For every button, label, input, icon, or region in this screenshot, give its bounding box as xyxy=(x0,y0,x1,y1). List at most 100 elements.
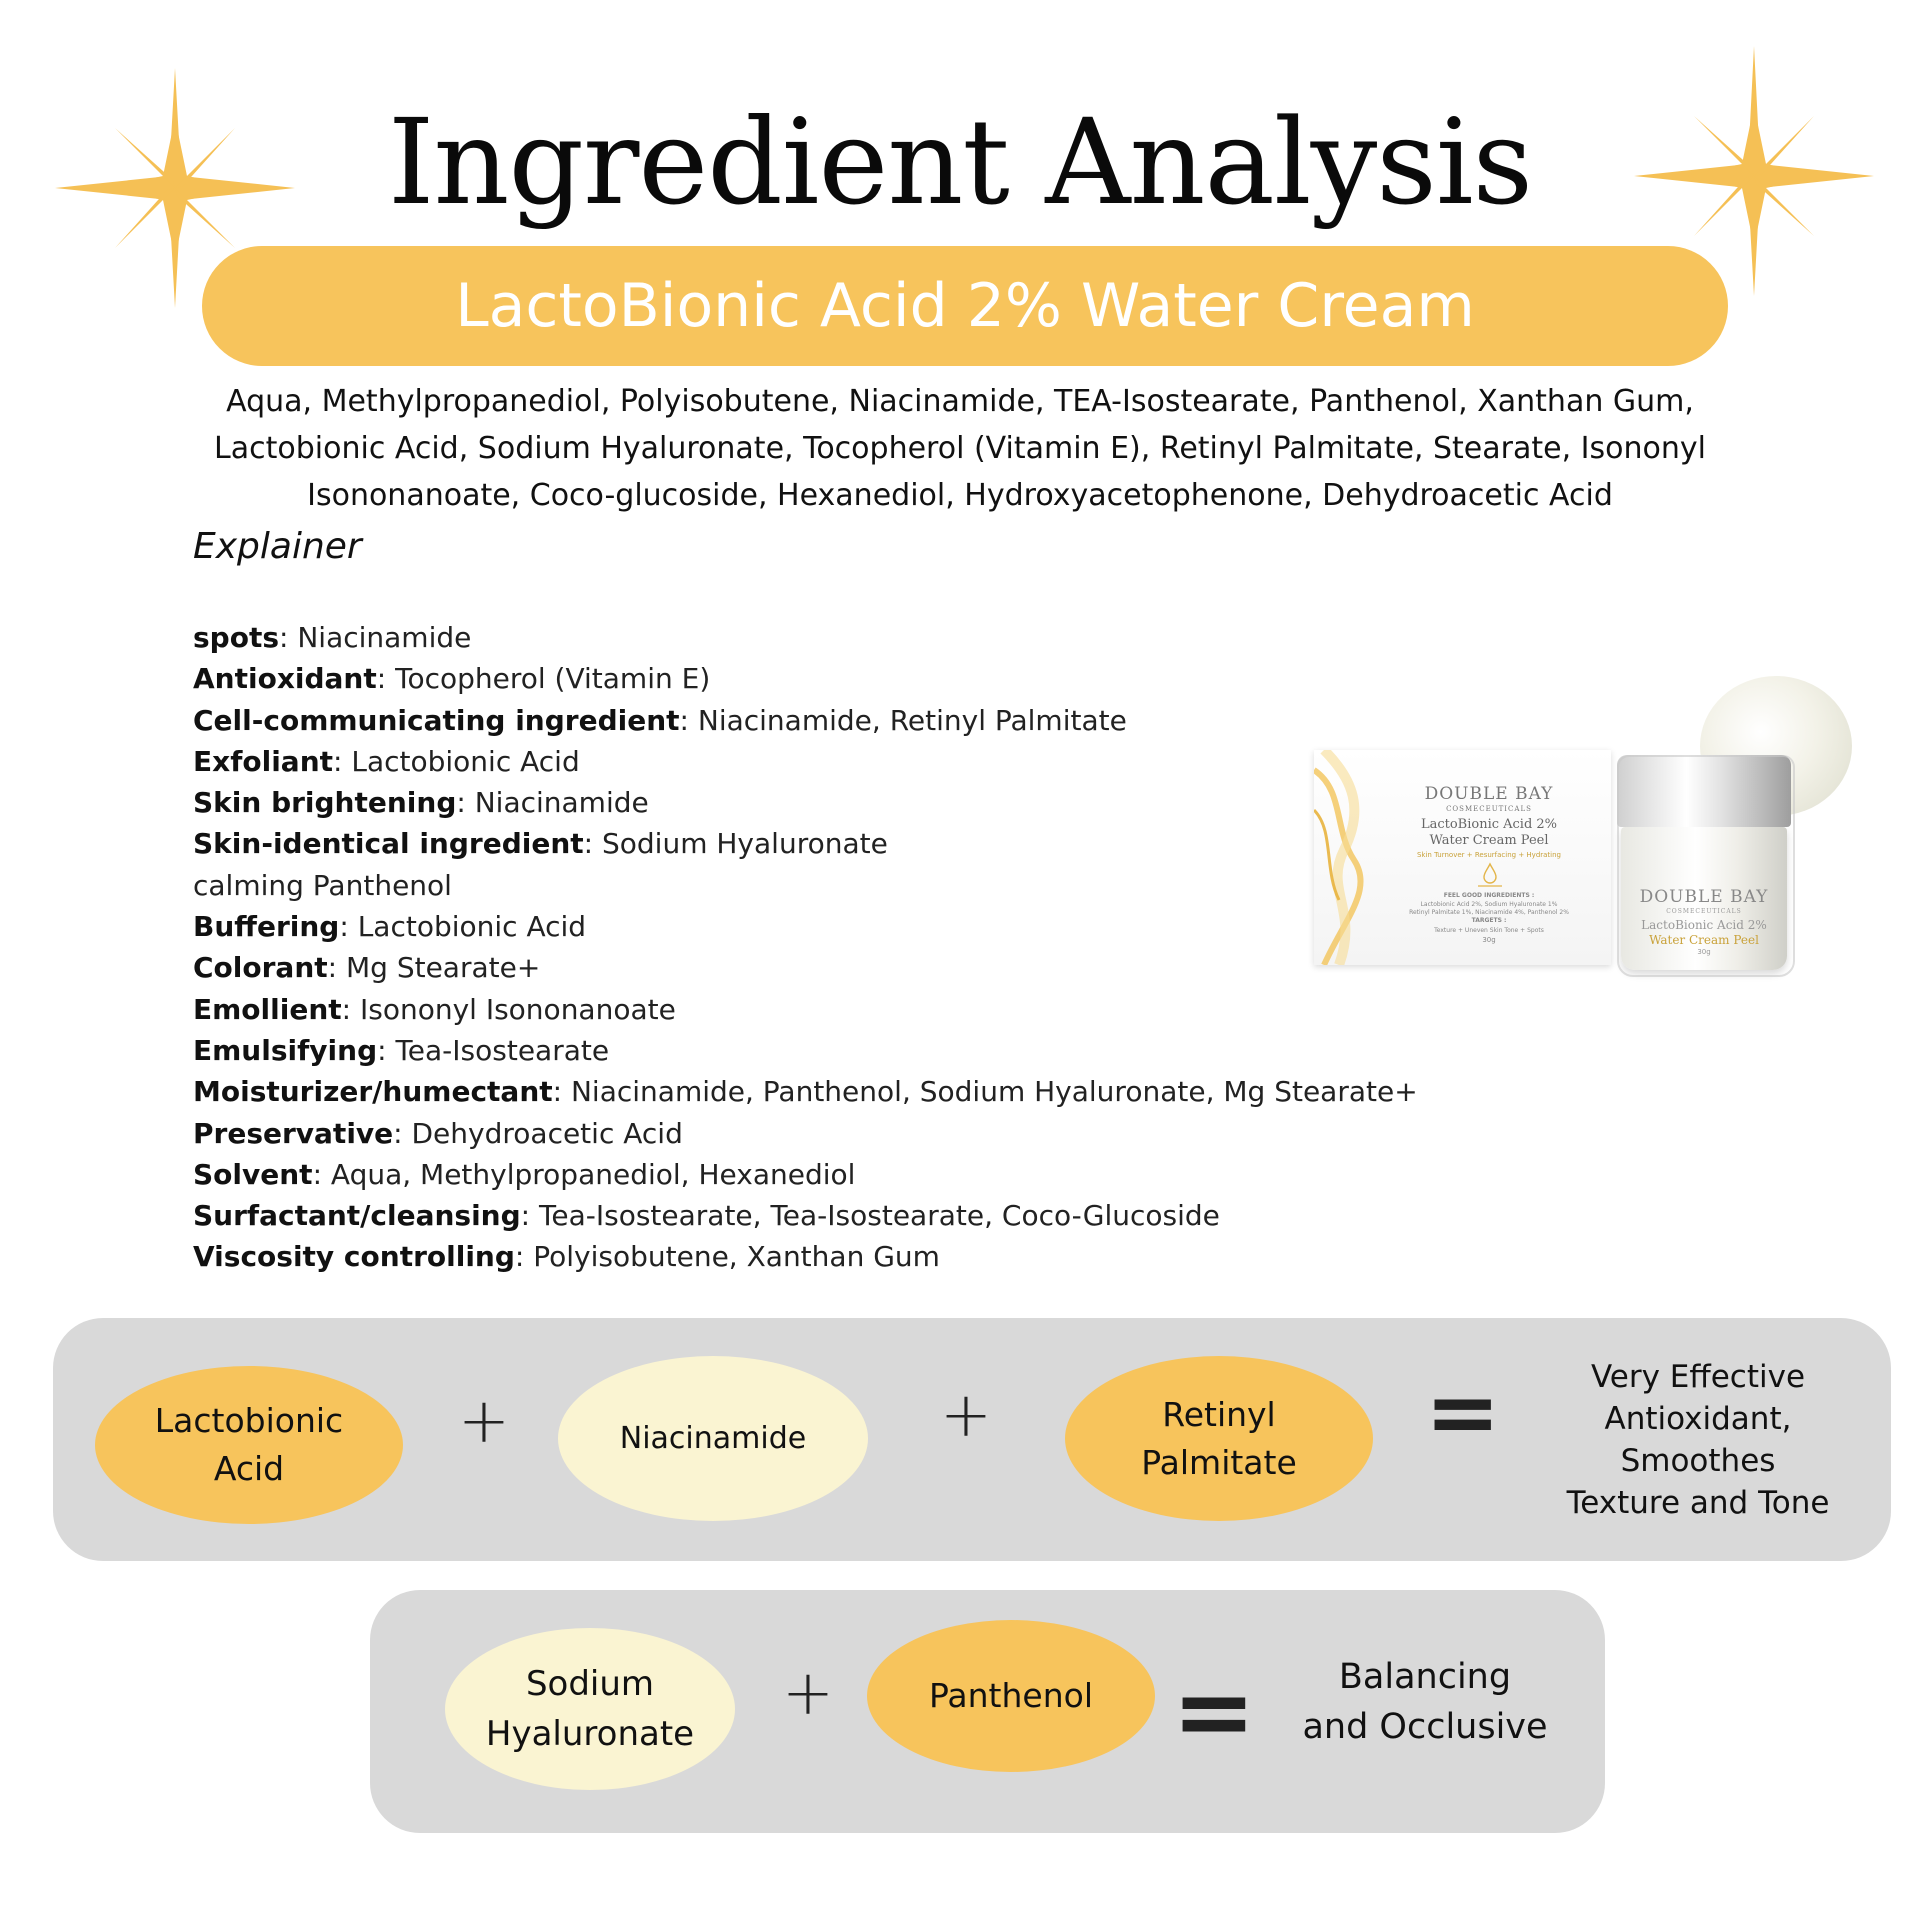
explainer-item: Skin brightening: Niacinamide xyxy=(193,782,1418,823)
explainer-category: Solvent xyxy=(193,1157,313,1191)
box-feel-good-line: Retinyl Palmitate 1%, Niacinamide 4%, Pa… xyxy=(1409,909,1569,916)
explainer-ingredients: Niacinamide xyxy=(297,621,472,654)
ingredient-line: Isononanoate, Coco-glucoside, Hexanediol… xyxy=(307,478,1613,513)
explainer-item: Moisturizer/humectant: Niacinamide, Pant… xyxy=(193,1071,1418,1112)
explainer-item: calming Panthenol xyxy=(193,865,1418,906)
sparkle-star-right-icon xyxy=(1634,46,1874,296)
droplet-sun-icon xyxy=(1478,862,1502,887)
combo2-result: Balancing and Occlusive xyxy=(1290,1652,1560,1752)
explainer-category: Moisturizer/humectant xyxy=(193,1075,553,1109)
sparkle-star-left-icon xyxy=(55,68,295,308)
marble-swirl-decoration xyxy=(1314,750,1364,965)
explainer-category: Colorant xyxy=(193,951,328,985)
explainer-item: Emollient: Isononyl Isononanoate xyxy=(193,989,1418,1030)
explainer-item: Exfoliant: Lactobionic Acid xyxy=(193,741,1418,782)
combo2-ingredient-b-label: Panthenol xyxy=(929,1676,1093,1715)
explainer-ingredients: Lactobionic Acid xyxy=(357,910,587,944)
explainer-ingredients: Mg Stearate+ xyxy=(345,951,541,985)
explainer-category: Preservative xyxy=(193,1116,394,1150)
product-jar-image: DOUBLE BAY COSMECEUTICALS LactoBionic Ac… xyxy=(1621,827,1787,970)
explainer-category: Exfoliant xyxy=(193,744,334,778)
box-tagline: Skin Turnover + Resurfacing + Hydrating xyxy=(1416,851,1562,859)
combo1-ingredient-c: Retinyl Palmitate xyxy=(1065,1356,1373,1521)
explainer-category: Buffering xyxy=(193,910,340,944)
combo2-ingredient-b: Panthenol xyxy=(867,1620,1155,1772)
explainer-item: Colorant: Mg Stearate+ xyxy=(193,947,1418,988)
explainer-category: spots xyxy=(193,621,279,654)
explainer-item: Solvent: Aqua, Methylpropanediol, Hexane… xyxy=(193,1154,1418,1195)
jar-product-name: LactoBionic Acid 2% xyxy=(1641,918,1767,932)
combination-panel-2: Sodium Hyaluronate + Panthenol = Balanci… xyxy=(370,1590,1605,1833)
explainer-list: spots: Niacinamide Antioxidant: Tocopher… xyxy=(193,617,1418,1278)
product-name: LactoBionic Acid 2% Water Cream xyxy=(455,271,1475,341)
explainer-item: Antioxidant: Tocopherol (Vitamin E) xyxy=(193,658,1418,699)
combo1-result-line: Very Effective xyxy=(1590,1359,1806,1395)
explainer-separator: : xyxy=(583,827,602,861)
explainer-category: Skin brightening xyxy=(193,786,457,820)
explainer-ingredients: calming Panthenol xyxy=(193,868,452,902)
combo1-ingredient-a-line: Acid xyxy=(213,1449,285,1488)
explainer-item: Emulsifying: Tea-Isostearate xyxy=(193,1030,1418,1071)
explainer-separator: : xyxy=(520,1199,540,1233)
combo2-result-line: and Occlusive xyxy=(1302,1707,1548,1747)
explainer-separator: : xyxy=(341,992,360,1026)
explainer-separator: : xyxy=(514,1240,534,1274)
box-targets-heading: TARGETS : xyxy=(1471,917,1507,924)
box-weight: 30g xyxy=(1482,936,1496,944)
explainer-ingredients: Dehydroacetic Acid xyxy=(411,1116,683,1150)
explainer-separator: : xyxy=(279,621,298,654)
explainer-item: spots: Niacinamide xyxy=(193,617,1418,658)
ingredient-line: Lactobionic Acid, Sodium Hyaluronate, To… xyxy=(214,431,1706,466)
plus-sign: + xyxy=(782,1656,834,1729)
box-feel-good-line: Lactobionic Acid 2%, Sodium Hyaluronate … xyxy=(1420,901,1558,908)
plus-sign: + xyxy=(940,1378,992,1451)
jar-sub-brand: COSMECEUTICALS xyxy=(1666,908,1742,915)
combo1-ingredient-a-line: Lactobionic xyxy=(154,1401,344,1440)
explainer-ingredients: Niacinamide xyxy=(474,786,649,820)
explainer-ingredients: Sodium Hyaluronate xyxy=(602,827,888,861)
combo1-result: Very Effective Antioxidant, Smoothes Tex… xyxy=(1533,1356,1863,1524)
combo1-result-line: Texture and Tone xyxy=(1566,1485,1830,1521)
explainer-ingredients: Polyisobutene, Xanthan Gum xyxy=(533,1240,940,1274)
explainer-ingredients: Niacinamide, Retinyl Palmitate xyxy=(697,703,1127,737)
jar-weight: 30g xyxy=(1697,948,1711,956)
explainer-ingredients: Tocopherol (Vitamin E) xyxy=(395,662,711,696)
product-box-front: DOUBLE BAY COSMECEUTICALS LactoBionic Ac… xyxy=(1314,750,1611,965)
jar-product-name-line2: Water Cream Peel xyxy=(1649,933,1759,947)
product-box-image: DOUBLE BAY COSMECEUTICALS LactoBionic Ac… xyxy=(1314,750,1611,965)
combo1-result-line: Antioxidant, xyxy=(1604,1401,1792,1437)
explainer-ingredients: Tea-Isostearate, Tea-Isostearate, Coco-G… xyxy=(539,1199,1220,1233)
explainer-item: Surfactant/cleansing: Tea-Isostearate, T… xyxy=(193,1195,1418,1236)
product-name-banner: LactoBionic Acid 2% Water Cream xyxy=(202,246,1728,366)
combination-panel-1: Lactobionic Acid + Niacinamide + Retinyl… xyxy=(53,1318,1891,1561)
explainer-ingredients: Lactobionic Acid xyxy=(351,744,580,778)
explainer-category: Viscosity controlling xyxy=(193,1240,515,1274)
explainer-category: Skin-identical ingredient xyxy=(193,827,584,861)
box-feel-good-heading: FEEL GOOD INGREDIENTS : xyxy=(1443,892,1535,899)
explainer-category: Cell-communicating ingredient xyxy=(193,703,680,737)
box-product-name-line2: Water Cream Peel xyxy=(1429,833,1549,848)
ingredient-list: Aqua, Methylpropanediol, Polyisobutene, … xyxy=(110,378,1810,519)
combo1-ingredient-b-label: Niacinamide xyxy=(619,1420,807,1456)
combo1-ingredient-a: Lactobionic Acid xyxy=(95,1366,403,1524)
explainer-item: Skin-identical ingredient: Sodium Hyalur… xyxy=(193,823,1418,864)
explainer-separator: : xyxy=(679,703,698,737)
explainer-separator: : xyxy=(327,951,346,985)
explainer-ingredients: Aqua, Methylpropanediol, Hexanediol xyxy=(330,1157,856,1191)
combo1-ingredient-c-line: Retinyl xyxy=(1162,1394,1276,1434)
product-jar-lid xyxy=(1617,755,1791,827)
explainer-separator: : xyxy=(552,1075,571,1109)
explainer-separator: : xyxy=(393,1116,412,1150)
explainer-separator: : xyxy=(339,910,358,944)
page-title: Ingredient Analysis xyxy=(387,93,1533,231)
explainer-separator: : xyxy=(333,744,352,778)
explainer-item: Buffering: Lactobionic Acid xyxy=(193,906,1418,947)
combo2-ingredient-a-line: Sodium xyxy=(525,1664,655,1704)
combo2-ingredient-a-line: Hyaluronate xyxy=(485,1714,695,1754)
explainer-category: Surfactant/cleansing xyxy=(193,1199,521,1233)
jar-brand: DOUBLE BAY xyxy=(1639,887,1769,907)
explainer-separator: : xyxy=(312,1157,331,1191)
equals-sign: = xyxy=(1425,1360,1501,1465)
explainer-heading: Explainer xyxy=(193,526,362,567)
combo1-result-line: Smoothes xyxy=(1620,1443,1776,1479)
